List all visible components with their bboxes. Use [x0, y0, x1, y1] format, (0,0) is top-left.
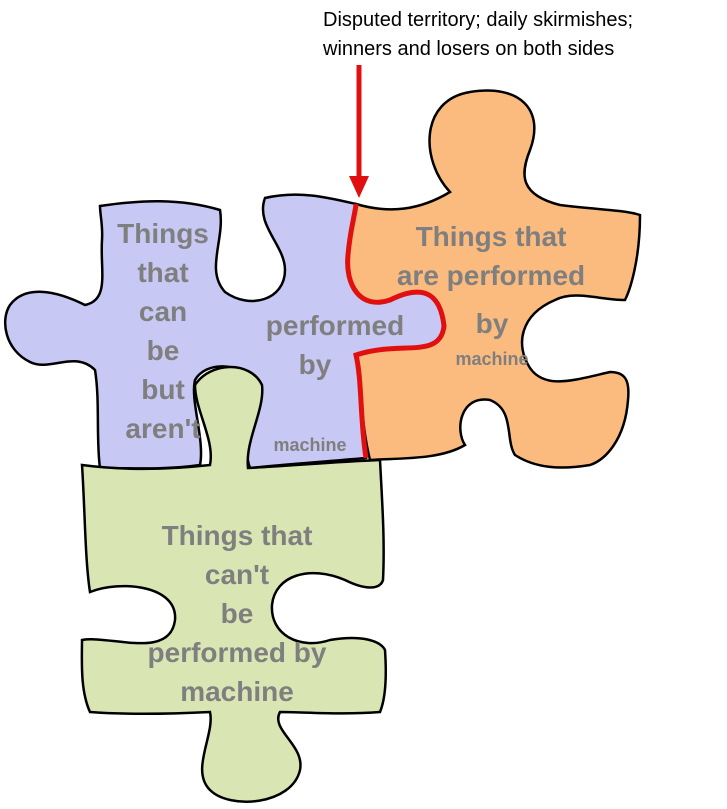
orange-machine-text: machine: [455, 349, 528, 369]
purple-text-line-4: be: [147, 335, 180, 366]
purple-middle-line-2: by: [299, 349, 332, 380]
orange-text-line-2: are performed: [397, 260, 585, 291]
green-text-line-5: machine: [180, 676, 294, 707]
green-puzzle-piece: [80, 365, 388, 803]
green-text-line-3: be: [221, 598, 254, 629]
purple-middle-line-1: performed: [266, 310, 404, 341]
annotation-line-1: Disputed territory; daily skirmishes;: [323, 9, 633, 31]
purple-text-line-3: can: [139, 296, 187, 327]
purple-text-line-1: Things: [117, 218, 209, 249]
purple-corner-text: machine: [273, 435, 346, 455]
orange-by-text: by: [476, 308, 509, 339]
green-text-line-1: Things that: [162, 520, 313, 551]
purple-text-line-5: but: [141, 374, 185, 405]
orange-text-line-1: Things that: [416, 221, 567, 252]
green-text-line-4: performed by: [148, 637, 327, 668]
disputed-border: [345, 203, 447, 459]
annotation-arrow-head: [349, 176, 369, 198]
green-text-line-2: can't: [205, 559, 269, 590]
annotation-line-2: winners and losers on both sides: [322, 38, 614, 60]
purple-puzzle-piece: [3, 193, 446, 470]
purple-text-line-6: aren't: [125, 413, 200, 444]
purple-text-line-2: that: [137, 257, 188, 288]
